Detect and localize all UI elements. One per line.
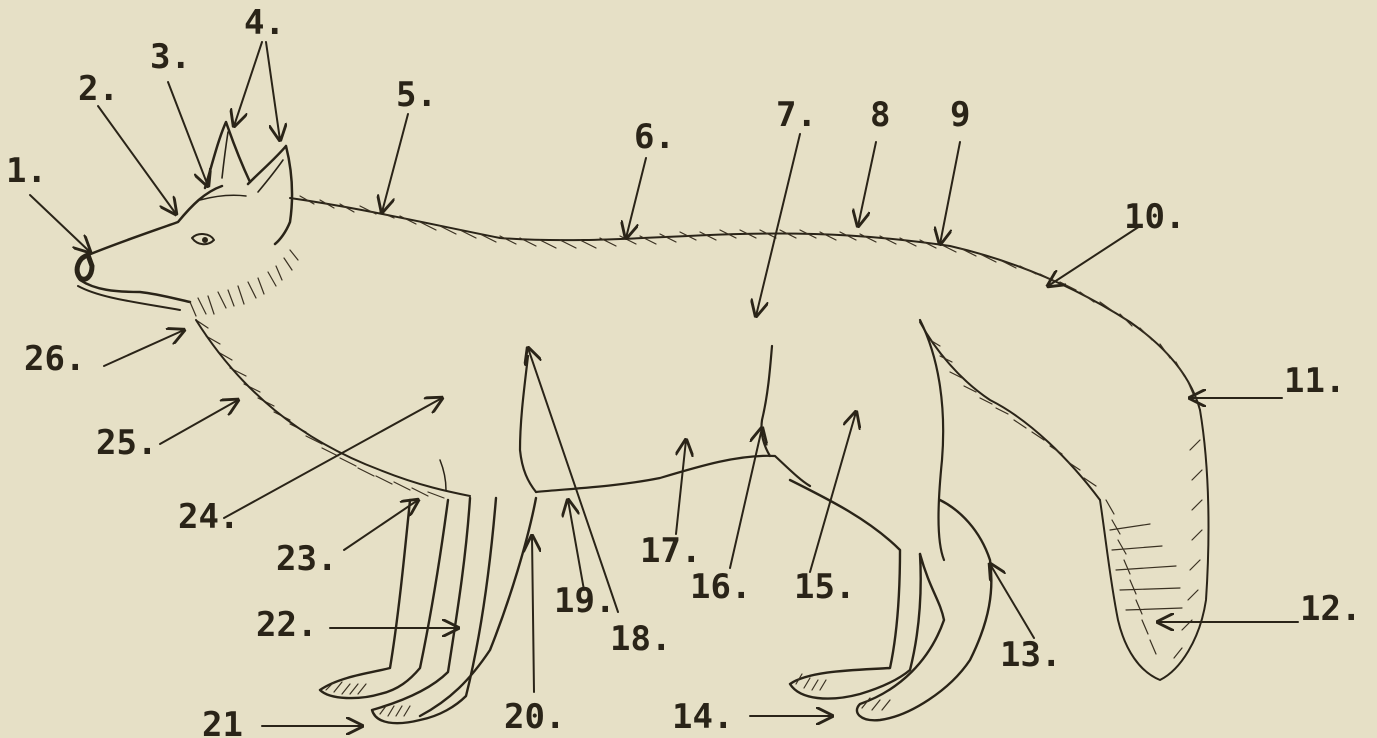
label-3: 3. bbox=[150, 37, 191, 77]
leader-26 bbox=[104, 330, 184, 366]
label-1: 1. bbox=[6, 151, 47, 191]
label-8: 8 bbox=[870, 95, 890, 135]
leader-18 bbox=[528, 348, 618, 612]
label-10: 10. bbox=[1124, 197, 1185, 237]
leader-4a bbox=[234, 42, 262, 126]
fox-back-and-tail bbox=[290, 196, 1208, 680]
label-13: 13. bbox=[1000, 635, 1061, 675]
label-12: 12. bbox=[1300, 589, 1361, 629]
leader-9 bbox=[940, 142, 960, 244]
label-15: 15. bbox=[794, 567, 855, 607]
label-20: 20. bbox=[504, 697, 565, 737]
leader-1 bbox=[30, 195, 90, 252]
leader-13 bbox=[990, 564, 1034, 638]
leader-17 bbox=[676, 440, 686, 534]
label-4: 4. bbox=[244, 3, 285, 43]
leader-19 bbox=[568, 500, 584, 590]
leader-6 bbox=[626, 158, 646, 238]
label-2: 2. bbox=[78, 69, 119, 109]
label-22: 22. bbox=[256, 605, 317, 645]
label-26: 26. bbox=[24, 339, 85, 379]
label-24: 24. bbox=[178, 497, 239, 537]
label-6: 6. bbox=[634, 117, 675, 157]
label-21: 21 bbox=[202, 705, 243, 738]
label-14: 14. bbox=[672, 697, 733, 737]
fox-front-legs bbox=[320, 498, 536, 723]
label-18: 18. bbox=[610, 619, 671, 659]
leader-3 bbox=[168, 82, 208, 186]
label-11: 11. bbox=[1284, 361, 1345, 401]
label-17: 17. bbox=[640, 531, 701, 571]
leader-5 bbox=[382, 114, 408, 212]
fox-hind-legs bbox=[790, 320, 991, 720]
number-labels: 1. 2. 3. 4. 5. 6. 7. 8 9 10. 11. 12. 13.… bbox=[6, 3, 1361, 738]
leader-16 bbox=[730, 428, 762, 568]
label-16: 16. bbox=[690, 567, 751, 607]
fox-head bbox=[77, 122, 298, 316]
label-23: 23. bbox=[276, 539, 337, 579]
leader-2 bbox=[98, 106, 176, 214]
leader-7 bbox=[756, 134, 800, 316]
leader-8 bbox=[858, 142, 876, 226]
leader-4b bbox=[266, 42, 280, 140]
label-25: 25. bbox=[96, 423, 157, 463]
leader-20 bbox=[532, 536, 534, 692]
fox-body bbox=[196, 320, 810, 498]
label-9: 9 bbox=[950, 95, 970, 135]
label-19: 19. bbox=[554, 581, 615, 621]
label-5: 5. bbox=[396, 75, 437, 115]
leader-25 bbox=[160, 400, 238, 444]
label-7: 7. bbox=[776, 95, 817, 135]
leader-15 bbox=[810, 412, 856, 572]
